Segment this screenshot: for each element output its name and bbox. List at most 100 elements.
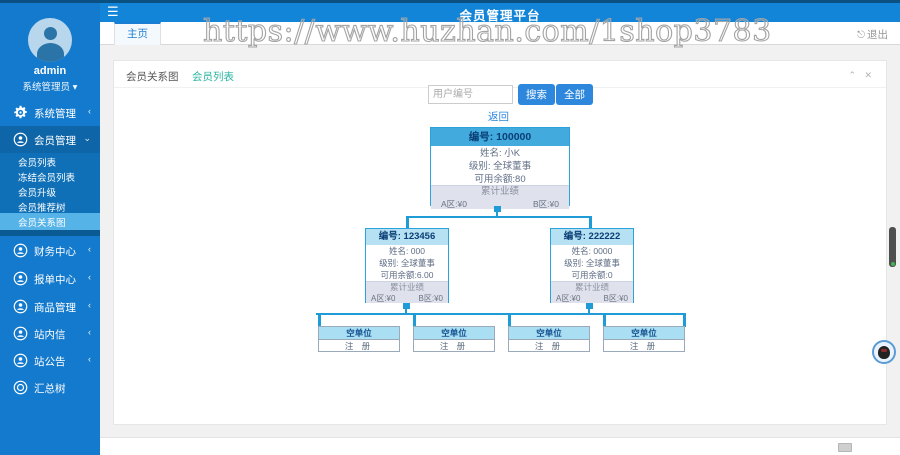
sidebar-item-label: 报单中心 xyxy=(34,274,76,286)
node-name: 姓名: 小K xyxy=(479,148,521,159)
zone-a-value: A区:¥0 xyxy=(556,294,581,303)
node-level: 级别: 全球董事 xyxy=(564,258,620,268)
sidebar: admin 系统管理员 ▾ 系统管理 ‹ 会员管理 ⌄ 会员列表 冻结会员列表 … xyxy=(0,3,100,455)
tab-home[interactable]: 主页 xyxy=(114,22,161,45)
tree-child-node-left: 编号: 123456 姓名: 000 级别: 全球董事 可用余额:6.00 累计… xyxy=(365,228,449,303)
scrollbar-thumb[interactable] xyxy=(889,227,896,267)
empty-slot-title: 空单位 xyxy=(509,327,589,340)
node-level: 级别: 全球董事 xyxy=(379,258,435,268)
node-id: 编号: 123456 xyxy=(366,229,448,245)
tree-connector xyxy=(494,206,501,212)
sidebar-submenu: 会员列表 冻结会员列表 会员升级 会员推荐树 会员关系图 xyxy=(0,153,100,235)
footer-strip xyxy=(100,437,900,455)
users-icon xyxy=(13,353,28,368)
chevron-left-icon: ‹ xyxy=(88,272,91,282)
sidebar-item-system[interactable]: 系统管理 ‹ xyxy=(0,99,100,126)
close-icon[interactable]: ✕ xyxy=(864,70,872,80)
app-title: 会员管理平台 xyxy=(459,9,541,23)
tree-leaf-node: 空单位 注 册 xyxy=(413,326,495,352)
tree-connector xyxy=(413,313,416,327)
tree-connector xyxy=(589,216,592,228)
logout-label: 退出 xyxy=(867,29,888,41)
customer-service-icon[interactable] xyxy=(872,340,896,364)
node-id: 编号: 222222 xyxy=(551,229,633,245)
tree-connector xyxy=(508,313,511,327)
tree-connector xyxy=(403,303,410,309)
panel-tab-relation-map[interactable]: 会员关系图 xyxy=(126,71,179,83)
sidebar-item-label: 会员管理 xyxy=(34,135,76,147)
sidebar-item-label: 站公告 xyxy=(34,356,66,368)
tree-connector xyxy=(586,303,593,309)
footer-widget-icon[interactable] xyxy=(838,443,852,452)
sidebar-item-orders[interactable]: 报单中心 ‹ xyxy=(0,265,100,292)
search-button[interactable]: 搜索 xyxy=(518,84,555,105)
back-link[interactable]: 返回 xyxy=(488,111,509,123)
sidebar-item-members[interactable]: 会员管理 ⌄ xyxy=(0,126,100,153)
sidebar-item-label: 汇总树 xyxy=(34,383,66,395)
sidebar-item-member-relation-map[interactable]: 会员关系图 xyxy=(0,213,100,230)
user-number-input[interactable] xyxy=(428,85,513,104)
sidebar-item-label: 站内信 xyxy=(34,329,66,341)
register-link[interactable]: 注 册 xyxy=(534,341,564,351)
chevron-left-icon: ‹ xyxy=(88,354,91,364)
sidebar-item-member-referral-tree[interactable]: 会员推荐树 xyxy=(0,198,100,214)
submenu-label: 会员升级 xyxy=(18,188,57,199)
sidebar-item-member-list[interactable]: 会员列表 xyxy=(0,153,100,169)
sidebar-item-site-announcement[interactable]: 站公告 ‹ xyxy=(0,347,100,374)
tree-leaf-node: 空单位 注 册 xyxy=(508,326,590,352)
tree-connector xyxy=(405,309,407,314)
sidebar-item-label: 商品管理 xyxy=(34,302,76,314)
node-performance-title: 累计业绩 xyxy=(574,282,609,292)
chevron-left-icon: ‹ xyxy=(88,244,91,254)
gear-icon xyxy=(13,105,28,120)
username: admin xyxy=(33,65,67,77)
zone-b-value: B区:¥0 xyxy=(603,294,628,303)
tree-connector xyxy=(496,212,498,217)
window-top-strip xyxy=(0,0,900,3)
submenu-label: 会员列表 xyxy=(18,158,57,169)
sidebar-item-summary-tree[interactable]: 汇总树 xyxy=(0,374,100,401)
sidebar-item-label: 财务中心 xyxy=(34,246,76,258)
node-balance: 可用余额:80 xyxy=(474,174,526,185)
scrollbar-indicator-dot xyxy=(890,262,895,266)
hamburger-menu-icon[interactable]: ☰ xyxy=(107,4,119,19)
node-balance: 可用余额:0 xyxy=(571,270,613,280)
node-footer: 累计业绩 A区:¥0 B区:¥0 xyxy=(366,281,448,303)
users-icon xyxy=(13,326,28,341)
sidebar-item-frozen-member-list[interactable]: 冻结会员列表 xyxy=(0,168,100,184)
member-relation-panel: 会员关系图 会员列表 ⌃ ✕ xyxy=(113,60,887,425)
sidebar-item-goods[interactable]: 商品管理 ‹ xyxy=(0,293,100,320)
sidebar-item-finance[interactable]: 财务中心 ‹ xyxy=(0,237,100,264)
tree-connector xyxy=(588,309,590,314)
all-button[interactable]: 全部 xyxy=(556,84,593,105)
logout-button[interactable]: ⎋退出 xyxy=(857,27,888,42)
avatar[interactable] xyxy=(28,18,72,62)
empty-slot-title: 空单位 xyxy=(604,327,684,340)
node-footer: 累计业绩 A区:¥0 B区:¥0 xyxy=(431,185,569,209)
user-role-dropdown[interactable]: 系统管理员 ▾ xyxy=(22,82,78,93)
tree-leaf-node: 空单位 注 册 xyxy=(318,326,400,352)
node-performance-title: 累计业绩 xyxy=(389,282,424,292)
panel-tab-member-list[interactable]: 会员列表 xyxy=(192,71,234,83)
zone-b-value: B区:¥0 xyxy=(418,294,443,303)
avatar-shoulders-shape xyxy=(37,43,64,62)
register-link[interactable]: 注 册 xyxy=(344,341,374,351)
sidebar-item-member-upgrade[interactable]: 会员升级 xyxy=(0,183,100,199)
avatar-head-shape xyxy=(44,27,57,40)
app-header: ☰ 会员管理平台 xyxy=(0,3,900,23)
submenu-divider xyxy=(0,230,100,236)
chevron-down-icon: ⌄ xyxy=(83,133,91,143)
zone-a-value: A区:¥0 xyxy=(371,294,396,303)
users-icon xyxy=(13,132,28,147)
tab-bar: 主页 ⎋退出 xyxy=(100,22,900,45)
collapse-icon[interactable]: ⌃ xyxy=(848,70,856,80)
register-link[interactable]: 注 册 xyxy=(439,341,469,351)
register-link[interactable]: 注 册 xyxy=(629,341,659,351)
sidebar-item-site-mail[interactable]: 站内信 ‹ xyxy=(0,320,100,347)
users-icon xyxy=(13,243,28,258)
panel-header: 会员关系图 会员列表 ⌃ ✕ xyxy=(114,61,886,88)
node-id: 编号: 100000 xyxy=(431,128,569,146)
submenu-label: 冻结会员列表 xyxy=(18,173,76,184)
node-performance-title: 累计业绩 xyxy=(480,186,519,197)
